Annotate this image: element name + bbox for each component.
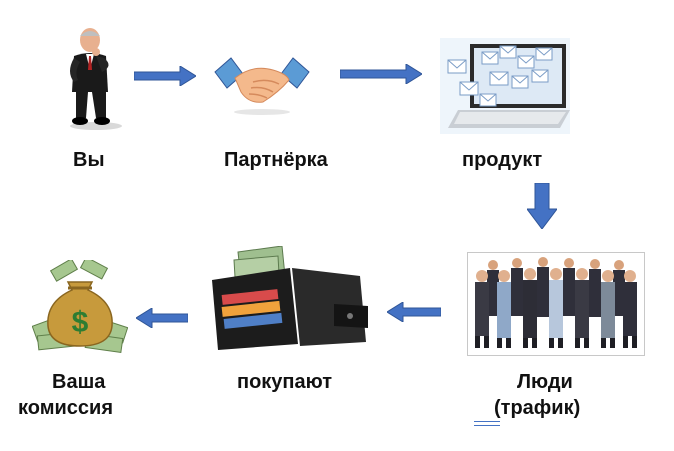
crowd-icon (467, 252, 645, 356)
arrow-down (527, 183, 557, 229)
laptop-email-icon (440, 38, 570, 134)
label-commission-line2: комиссия (18, 397, 113, 419)
label-product: продукт (462, 149, 543, 171)
underline-mark (474, 421, 500, 426)
label-people-line2: (трафик) (494, 397, 581, 419)
label-people: Люди (трафик) (494, 369, 580, 421)
handshake-icon (214, 57, 310, 115)
arrow-right-1 (134, 66, 196, 86)
arrow-left-1 (387, 302, 441, 322)
label-commission: Ваша комиссия (18, 369, 113, 421)
wallet-icon (212, 246, 368, 350)
arrow-left-2 (136, 308, 188, 328)
label-commission-line1: Ваша (52, 371, 106, 393)
businessman-icon (70, 28, 122, 130)
money-bag-icon: $ (32, 260, 128, 354)
label-buy: покупают (237, 371, 333, 393)
label-you: Вы (73, 149, 105, 171)
svg-text:$: $ (72, 306, 89, 339)
label-people-line1: Люди (517, 371, 573, 393)
label-partner: Партнёрка (224, 149, 328, 171)
arrow-right-2 (340, 64, 422, 84)
